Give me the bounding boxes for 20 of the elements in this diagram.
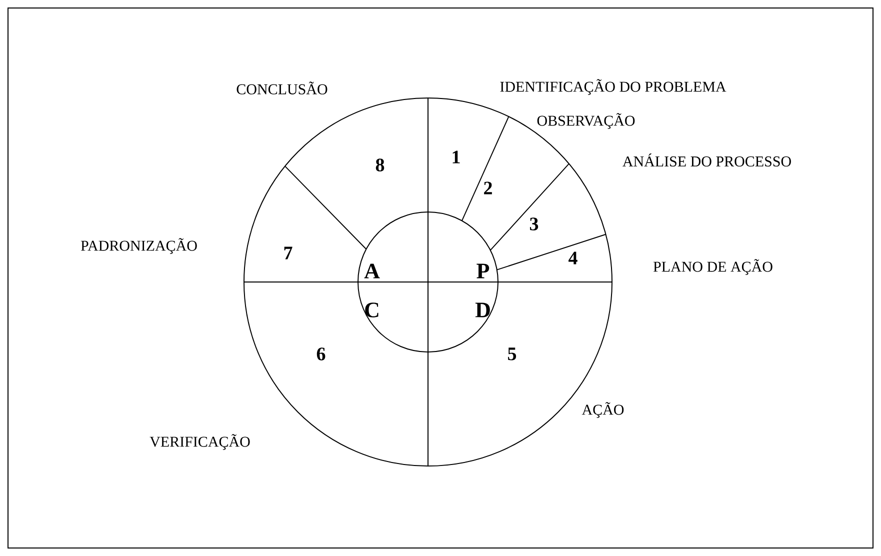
- step-number: 3: [530, 218, 538, 230]
- quadrant-letter: D: [475, 302, 490, 318]
- step-number: 4: [568, 252, 578, 264]
- step-number: 5: [508, 348, 516, 360]
- step-label: CONCLUSÃO: [236, 82, 328, 94]
- step-number: 1: [452, 150, 460, 164]
- step-number: 6: [316, 348, 326, 360]
- step-number: 7: [284, 246, 292, 260]
- quadrant-letter: A: [364, 264, 380, 278]
- step-label: ANÁLISE DO PROCESSO: [622, 153, 791, 166]
- step-label: IDENTIFICAÇÃO DO PROBLEMA: [500, 79, 726, 95]
- step-number: 2: [484, 182, 492, 194]
- step-label: AÇÃO: [582, 402, 624, 418]
- quadrant-letter: P: [476, 264, 490, 278]
- step-number: 8: [376, 158, 384, 172]
- step-label: PADRONIZAÇÃO: [80, 238, 197, 254]
- step-label: OBSERVAÇÃO: [537, 113, 635, 129]
- step-label: VERIFICAÇÃO: [150, 434, 250, 450]
- step-label: PLANO DE AÇÃO: [653, 259, 772, 275]
- quadrant-letter: C: [365, 302, 378, 318]
